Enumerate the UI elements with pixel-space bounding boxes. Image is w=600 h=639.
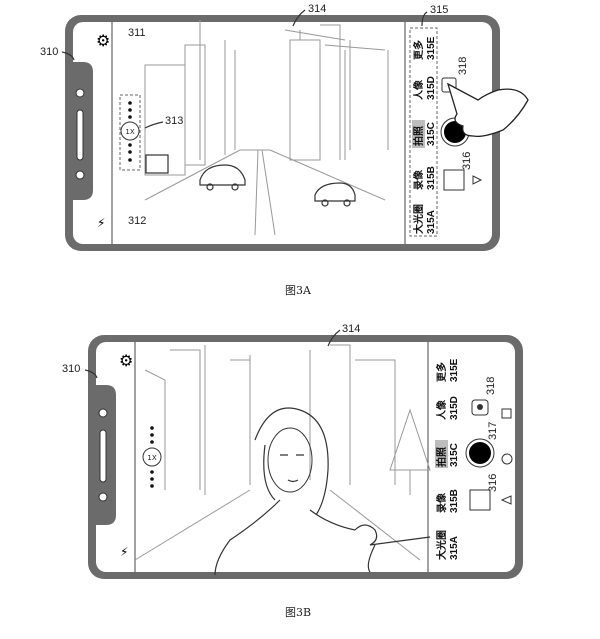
svg-text:315A: 315A xyxy=(426,210,437,234)
svg-text:拍照: 拍照 xyxy=(412,126,425,146)
ref-label-settings: 311 xyxy=(128,27,146,39)
zoom-slider[interactable]: 1X xyxy=(142,426,162,488)
svg-text:更多: 更多 xyxy=(435,362,448,382)
svg-text:录像: 录像 xyxy=(435,492,448,513)
svg-text:拍照: 拍照 xyxy=(435,447,448,467)
svg-text:大光圈: 大光圈 xyxy=(412,204,425,234)
svg-text:315B: 315B xyxy=(449,489,460,513)
sensor-icon xyxy=(75,88,85,98)
hand-tap-illustration xyxy=(446,82,529,138)
zoom-slider[interactable]: 1X xyxy=(120,101,140,162)
ref-label-mode-bar: 315 xyxy=(430,4,448,16)
flash-off-icon[interactable]: ⚡ xyxy=(120,545,128,559)
sensor-icon xyxy=(98,408,108,418)
svg-text:315A: 315A xyxy=(449,536,460,560)
back-nav-icon[interactable] xyxy=(500,495,512,505)
sensor-icon xyxy=(75,170,85,180)
gallery-thumbnail[interactable] xyxy=(443,169,465,191)
viewfinder-scene xyxy=(134,344,431,576)
ref-label-viewfinder: 314 xyxy=(308,3,326,15)
ref-label-mode-icon: 318 xyxy=(457,57,469,75)
mode-selected-highlight xyxy=(412,120,425,148)
svg-text:315E: 315E xyxy=(426,36,437,60)
recent-apps-nav-icon[interactable] xyxy=(501,408,512,419)
ref-label-flash: 312 xyxy=(128,215,146,227)
sensor-icon xyxy=(98,492,108,502)
zoom-level-label: 1X xyxy=(125,128,134,136)
ref-label-gallery: 316 xyxy=(461,152,473,170)
svg-text:大光圈: 大光圈 xyxy=(435,530,448,560)
home-nav-icon[interactable] xyxy=(501,453,513,465)
ref-label-phone: 310 xyxy=(62,363,80,375)
ref-label-shutter: 317 xyxy=(487,422,499,440)
zoom-level-label: 1X xyxy=(147,454,156,462)
ref-label-viewfinder: 314 xyxy=(342,323,360,335)
mode-bar xyxy=(409,27,438,237)
svg-text:315D: 315D xyxy=(426,76,437,100)
viewfinder-scene xyxy=(144,20,389,236)
ref-label-zoom-bar: 313 xyxy=(165,115,183,127)
settings-gear-icon[interactable]: ⚙ xyxy=(96,31,110,50)
settings-gear-icon[interactable]: ⚙ xyxy=(119,351,133,370)
gallery-thumbnail[interactable] xyxy=(469,489,491,511)
svg-text:315E: 315E xyxy=(449,358,460,382)
mode-selected-highlight xyxy=(435,440,448,468)
ref-label-phone: 310 xyxy=(40,46,58,58)
svg-text:人像: 人像 xyxy=(412,79,425,100)
figure-caption-3b: 图3B xyxy=(285,606,311,619)
zoom-bar-outline xyxy=(119,94,141,171)
svg-text:315C: 315C xyxy=(426,122,437,146)
figure-caption-3a: 图3A xyxy=(285,284,312,297)
svg-text:更多: 更多 xyxy=(412,40,425,60)
svg-text:录像: 录像 xyxy=(412,169,425,190)
ref-label-gallery: 316 xyxy=(487,474,499,492)
svg-text:315D: 315D xyxy=(449,396,460,420)
flash-off-icon[interactable]: ⚡ xyxy=(97,216,105,230)
svg-text:人像: 人像 xyxy=(435,399,448,420)
svg-text:315B: 315B xyxy=(426,166,437,190)
back-nav-icon[interactable] xyxy=(472,175,483,185)
ref-label-mode-icon: 318 xyxy=(485,377,497,395)
speaker-slot xyxy=(76,109,84,161)
svg-text:315C: 315C xyxy=(449,443,460,467)
speaker-slot xyxy=(99,429,107,483)
